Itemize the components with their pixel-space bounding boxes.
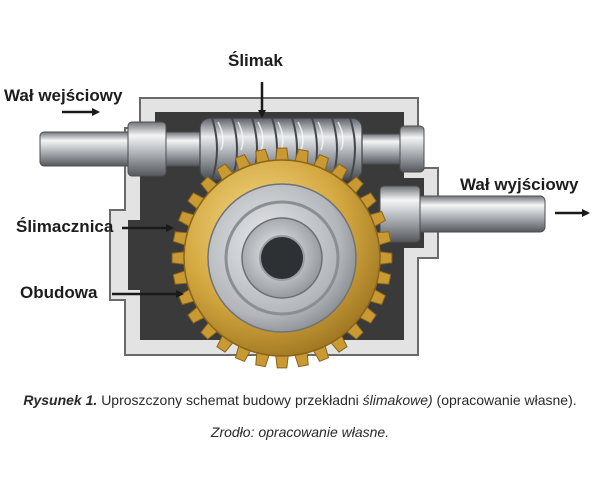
worm-wheel-label: Ślimacznica — [16, 217, 114, 236]
figure-source: Zrodło: opracowanie własne. — [0, 424, 600, 440]
input-shaft-label: Wał wejściowy — [4, 86, 123, 105]
figure-number: Rysunek 1. — [23, 392, 98, 408]
caption-text: Uproszczony schemat budowy przekładni — [101, 392, 363, 408]
figure-caption: Rysunek 1. Uproszczony schemat budowy pr… — [0, 392, 600, 408]
worm-shaft-end — [399, 125, 425, 173]
worm-wheel-bore — [259, 235, 305, 281]
worm-label: Ślimak — [228, 51, 283, 70]
worm-wheel — [171, 147, 393, 369]
source-text: Zrodło: opracowanie własne. — [210, 424, 390, 440]
worm-shaft-right — [359, 133, 406, 165]
housing-label: Obudowa — [20, 283, 98, 302]
caption-italic: ślimakowe) — [362, 392, 433, 408]
output-shaft-label: Wał wyjściowy — [460, 175, 579, 194]
worm-highlights — [217, 121, 344, 151]
caption-tail: (opracowanie własne). — [432, 392, 577, 408]
input-bearing — [127, 121, 167, 177]
worm-wheel-ring — [224, 200, 340, 316]
